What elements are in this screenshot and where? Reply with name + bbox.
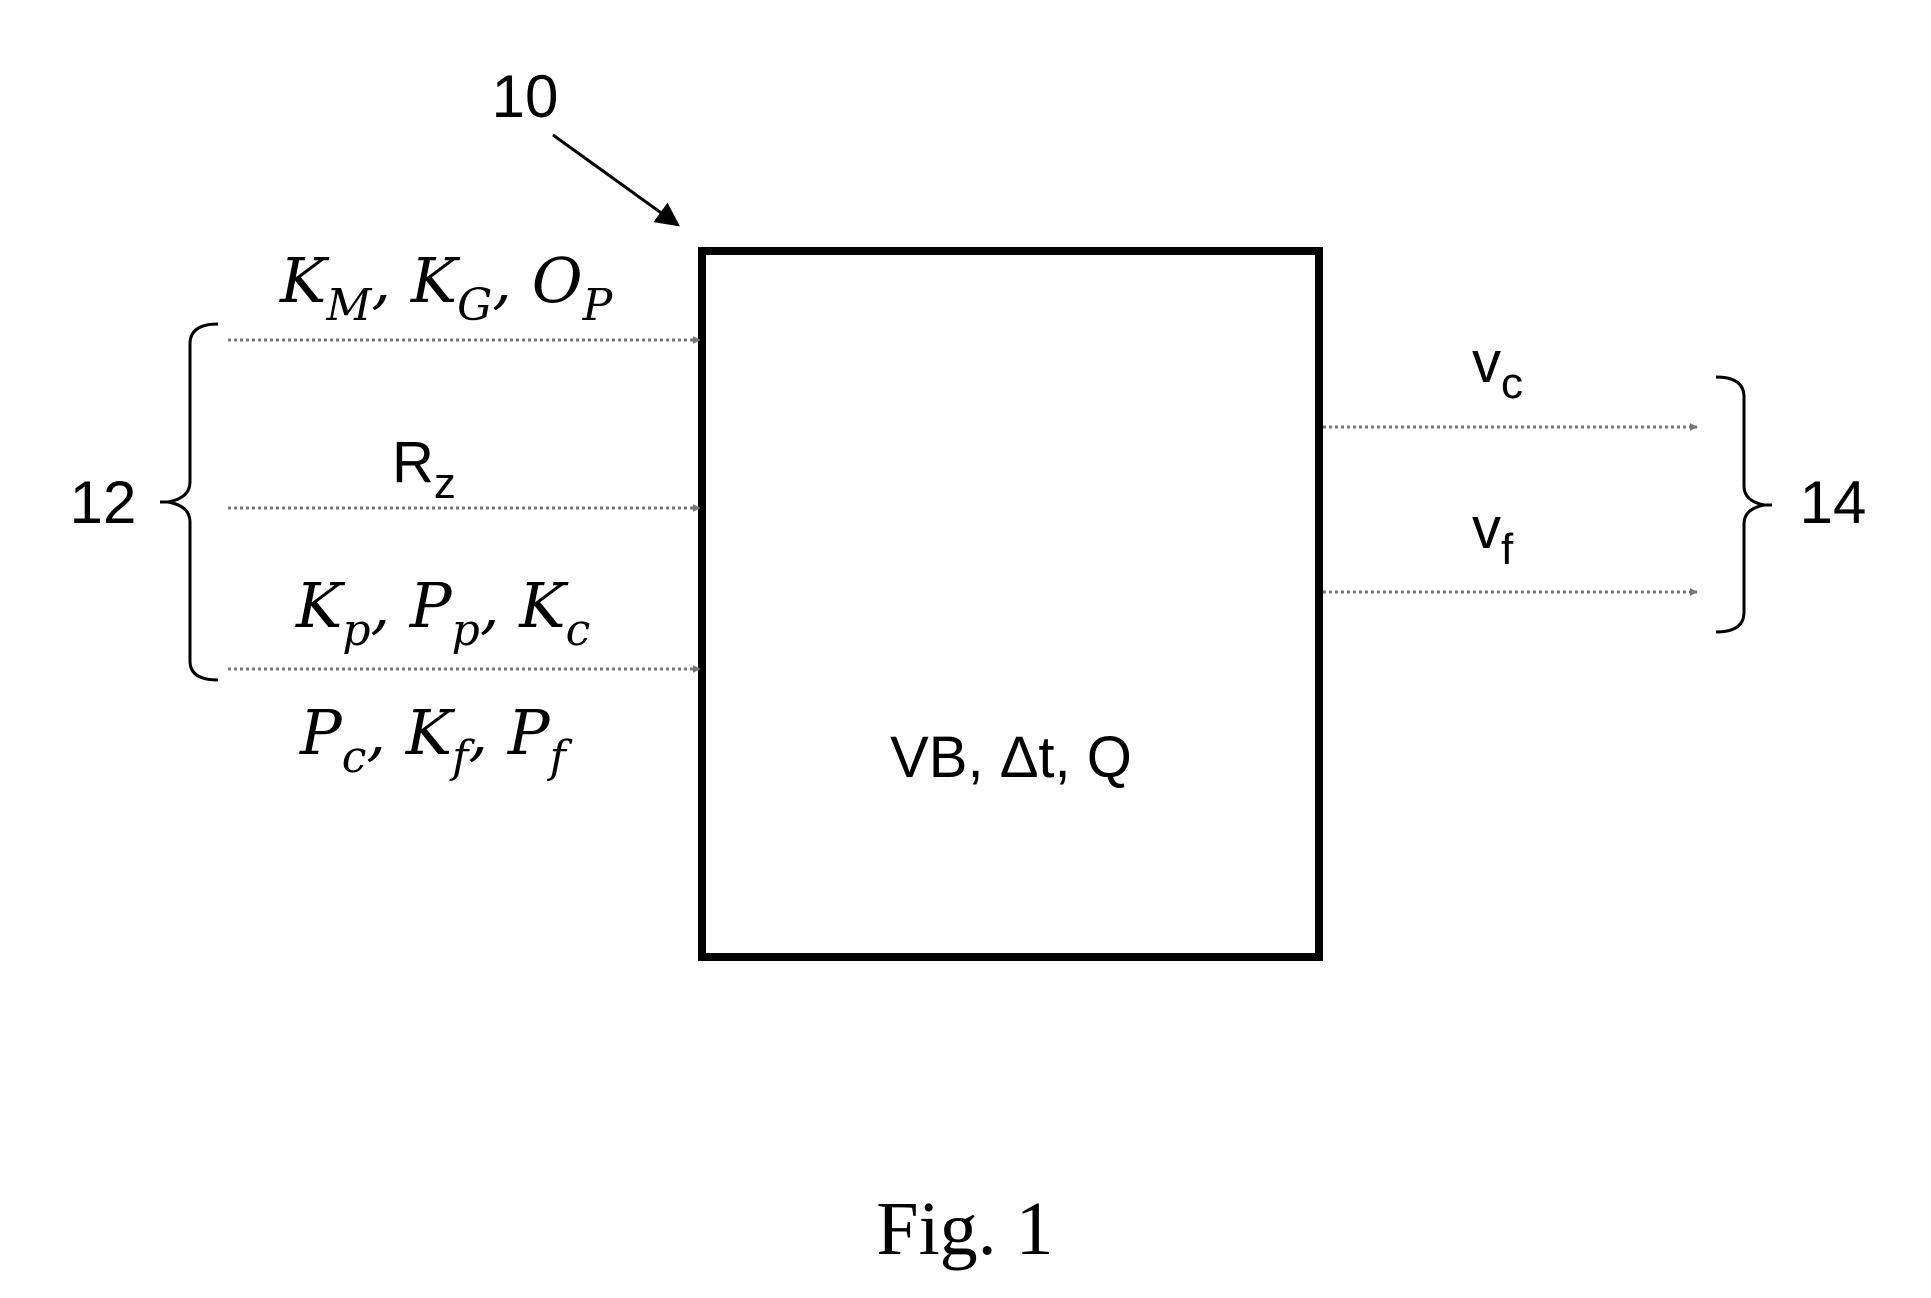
- symbol-p-p: P: [409, 569, 453, 642]
- input-label-4: Pc, Kf, Pf: [299, 696, 573, 783]
- reference-numeral-block: 10: [492, 63, 559, 130]
- symbol-k-f: K: [405, 696, 456, 769]
- input-brace: [167, 322, 219, 682]
- symbol-k-g: K: [410, 244, 461, 317]
- subscript-f-out: f: [1501, 525, 1514, 574]
- input-label-3: Kp, Pp, Kc: [295, 569, 590, 656]
- subscript-m: M: [325, 280, 372, 331]
- symbol-o-p: O: [532, 244, 583, 317]
- output-brace: [1715, 375, 1765, 634]
- reference-numeral-inputs: 12: [70, 469, 137, 536]
- subscript-z: z: [434, 459, 456, 508]
- symbol-k-m: K: [279, 244, 330, 317]
- block-leader-arrow: [552, 133, 680, 227]
- symbol-r: R: [392, 430, 434, 495]
- subscript-p1: p: [342, 605, 370, 656]
- input-label-2: Rz: [392, 430, 456, 508]
- symbol-k-p: K: [295, 569, 346, 642]
- symbol-k-c: K: [518, 569, 569, 642]
- subscript-f2: f: [547, 732, 573, 783]
- subscript-c-out: c: [1501, 359, 1523, 408]
- block-contents-label: VB, Δt, Q: [890, 725, 1132, 790]
- subscript-p: P: [582, 280, 614, 331]
- input-label-1: KM, KG, OP: [279, 244, 614, 331]
- subscript-c2: c: [342, 732, 367, 783]
- symbol-p-c: P: [299, 696, 343, 769]
- subscript-p2: p: [452, 605, 480, 656]
- subscript-c: c: [566, 605, 591, 656]
- symbol-p-f: P: [507, 696, 551, 769]
- output-label-1: vc: [1472, 330, 1523, 408]
- symbol-v-f: v: [1472, 496, 1501, 561]
- subscript-g: G: [457, 280, 492, 331]
- figure-caption: Fig. 1: [876, 1187, 1053, 1271]
- output-label-2: vf: [1472, 496, 1514, 574]
- processing-block: [698, 247, 1323, 961]
- reference-numeral-outputs: 14: [1800, 469, 1867, 536]
- symbol-v-c: v: [1472, 330, 1501, 395]
